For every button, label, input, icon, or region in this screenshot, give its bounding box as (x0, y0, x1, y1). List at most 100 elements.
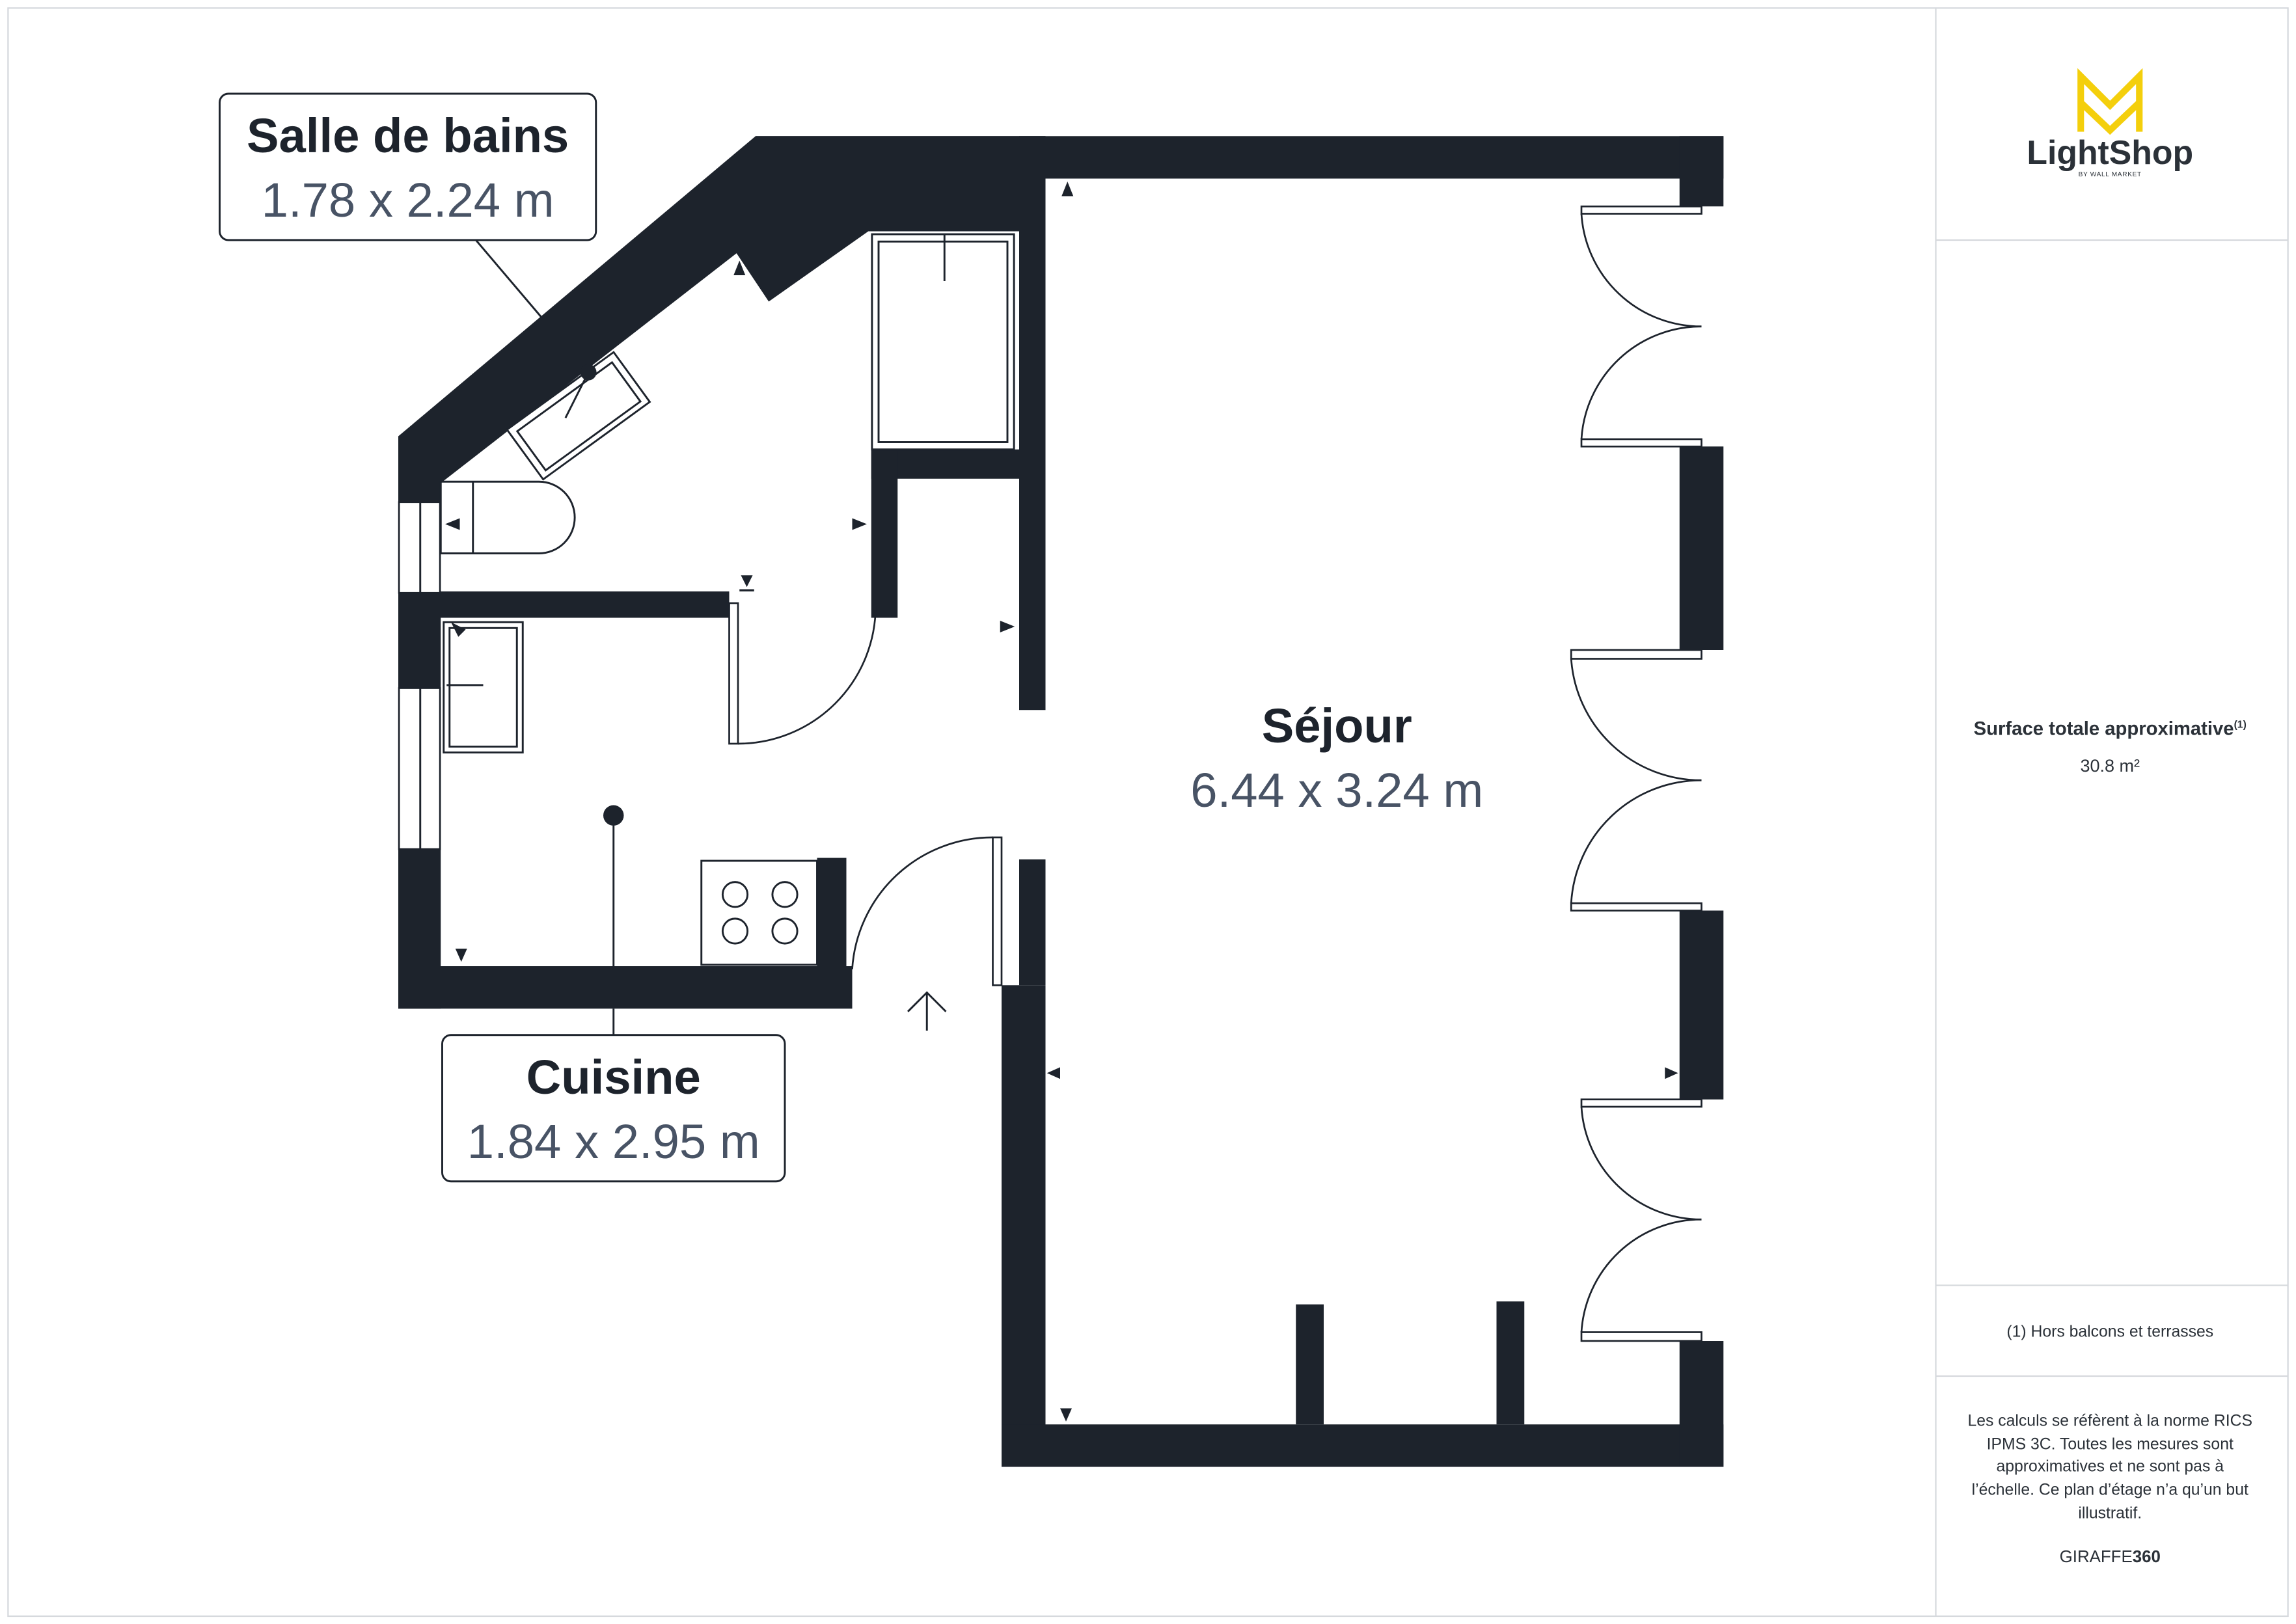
dimension-marker (1060, 1408, 1072, 1422)
credit-prefix: GIRAFFE (2060, 1548, 2133, 1566)
dimension-marker (1046, 1067, 1060, 1079)
entrance-door (851, 836, 1003, 986)
dimension-marker-bar (739, 589, 754, 592)
room-label-living: Séjour 6.44 x 3.24 m (1190, 699, 1483, 817)
sheet-border (7, 7, 2289, 1617)
window (398, 501, 441, 594)
dimension-marker (852, 518, 867, 530)
burner (721, 917, 749, 945)
kitchen-south-wall (398, 966, 853, 1009)
door-swing-arc (737, 606, 877, 745)
bathroom-door (728, 602, 877, 745)
dimension-marker (1000, 621, 1015, 633)
west-wall (398, 436, 441, 502)
entrance-arrow-icon (907, 991, 947, 1031)
room-label-kitchen: Cuisine 1.84 x 2.95 m (441, 1008, 786, 1183)
label-box (441, 1034, 786, 1183)
surface-label-text: Surface totale approximative (1974, 719, 2234, 740)
disclaimer-line: illustratif. (2078, 1504, 2142, 1522)
label-leader-line (475, 239, 543, 319)
east-wall-pier (1679, 910, 1724, 1100)
disclaimer-line: Les calculs se réfèrent à la norme RICS (1968, 1413, 2252, 1430)
dimension-marker (1665, 1067, 1678, 1079)
surface-note-ref: (1) (2234, 719, 2247, 730)
burner (771, 881, 799, 908)
east-wall-pier (1679, 136, 1724, 207)
room-dimensions: 1.78 x 2.24 m (262, 173, 554, 227)
lightshop-crown-icon (2077, 68, 2143, 135)
door-swing-arc (1580, 213, 1702, 328)
stove (700, 859, 818, 966)
logo-crown-inner (2078, 100, 2142, 135)
closet-wall (871, 449, 898, 618)
logo-wordmark: LightShop (2027, 133, 2193, 171)
french-door (1570, 649, 1702, 912)
wall-stub (1296, 1304, 1324, 1425)
bathroom-partition-wall (398, 591, 730, 618)
sidebar: LightShop BY WALL MARKET Surface totale … (1968, 68, 2252, 1566)
disclaimer: Les calculs se réfèrent à la norme RICS … (1968, 1413, 2252, 1522)
door-swing-arc (1580, 1106, 1702, 1221)
room-dimensions: 1.84 x 2.95 m (467, 1115, 760, 1169)
logo-tagline: BY WALL MARKET (2079, 171, 2142, 178)
burner (771, 917, 799, 945)
credit-logo: GIRAFFE360 (2060, 1548, 2161, 1566)
east-wall-pier (1679, 446, 1724, 651)
dimension-marker (1061, 182, 1074, 196)
appliance-inner (448, 627, 518, 748)
living-south-wall (1002, 1424, 1724, 1467)
door-leaf (1580, 205, 1702, 215)
sheet-frame (7, 7, 2289, 1617)
door-leaf (1570, 902, 1702, 912)
walls (398, 136, 1724, 1467)
french-door (1580, 1098, 1702, 1342)
logo-crown-outer (2077, 68, 2143, 132)
entrance-arrow-head (907, 991, 947, 1012)
door-swing-arc (851, 836, 993, 969)
dimension-marker (455, 949, 467, 962)
surface-label: Surface totale approximative(1) (1974, 719, 2247, 740)
living-west-wall (1002, 985, 1046, 1467)
french-door (1580, 205, 1702, 448)
living-west-wall (1019, 859, 1046, 986)
sink-basin (515, 360, 642, 472)
door-swing-arc (1580, 1218, 1702, 1333)
disclaimer-line: approximatives et ne sont pas à (1997, 1457, 2224, 1475)
door-leaf (992, 836, 1003, 986)
footnote: (1) Hors balcons et terrasses (2006, 1323, 2213, 1340)
toilet-bowl (439, 480, 576, 554)
stove-top (700, 859, 818, 966)
room-label-bathroom: Salle de bains 1.78 x 2.24 m (219, 92, 597, 319)
kitchen-counter-pier (817, 858, 847, 967)
dimension-marker (445, 518, 460, 530)
door-leaf (728, 602, 739, 745)
door-leaf (1580, 1098, 1702, 1108)
burner (721, 881, 749, 908)
room-name: Salle de bains (247, 109, 569, 163)
sink-tap (580, 364, 597, 381)
dimension-marker (733, 260, 746, 276)
shower (871, 233, 1015, 451)
window (398, 687, 441, 850)
door-swing-arc (1570, 658, 1702, 781)
dimension-markers (445, 182, 1678, 1422)
north-wall (756, 136, 1724, 179)
east-wall-pier (1679, 1341, 1724, 1467)
door-leaf (1580, 438, 1702, 448)
room-name: Séjour (1262, 699, 1412, 753)
surface-value: 30.8 m² (2080, 756, 2140, 776)
light-point (603, 805, 624, 826)
shower-tray-inner (877, 240, 1009, 443)
diagonal-wall (398, 136, 1046, 483)
toilet (439, 480, 576, 554)
interior-wall (1019, 136, 1046, 710)
label-box (219, 92, 597, 241)
door-swing-arc (1570, 779, 1702, 904)
floor-plan: Salle de bains 1.78 x 2.24 m Séjour 6.44… (219, 92, 1724, 1467)
door-swing-arc (1580, 325, 1702, 440)
room-name: Cuisine (526, 1050, 701, 1104)
credit-suffix: 360 (2133, 1548, 2161, 1566)
disclaimer-line: l’échelle. Ce plan d’étage n’a qu’un but (1972, 1481, 2248, 1498)
